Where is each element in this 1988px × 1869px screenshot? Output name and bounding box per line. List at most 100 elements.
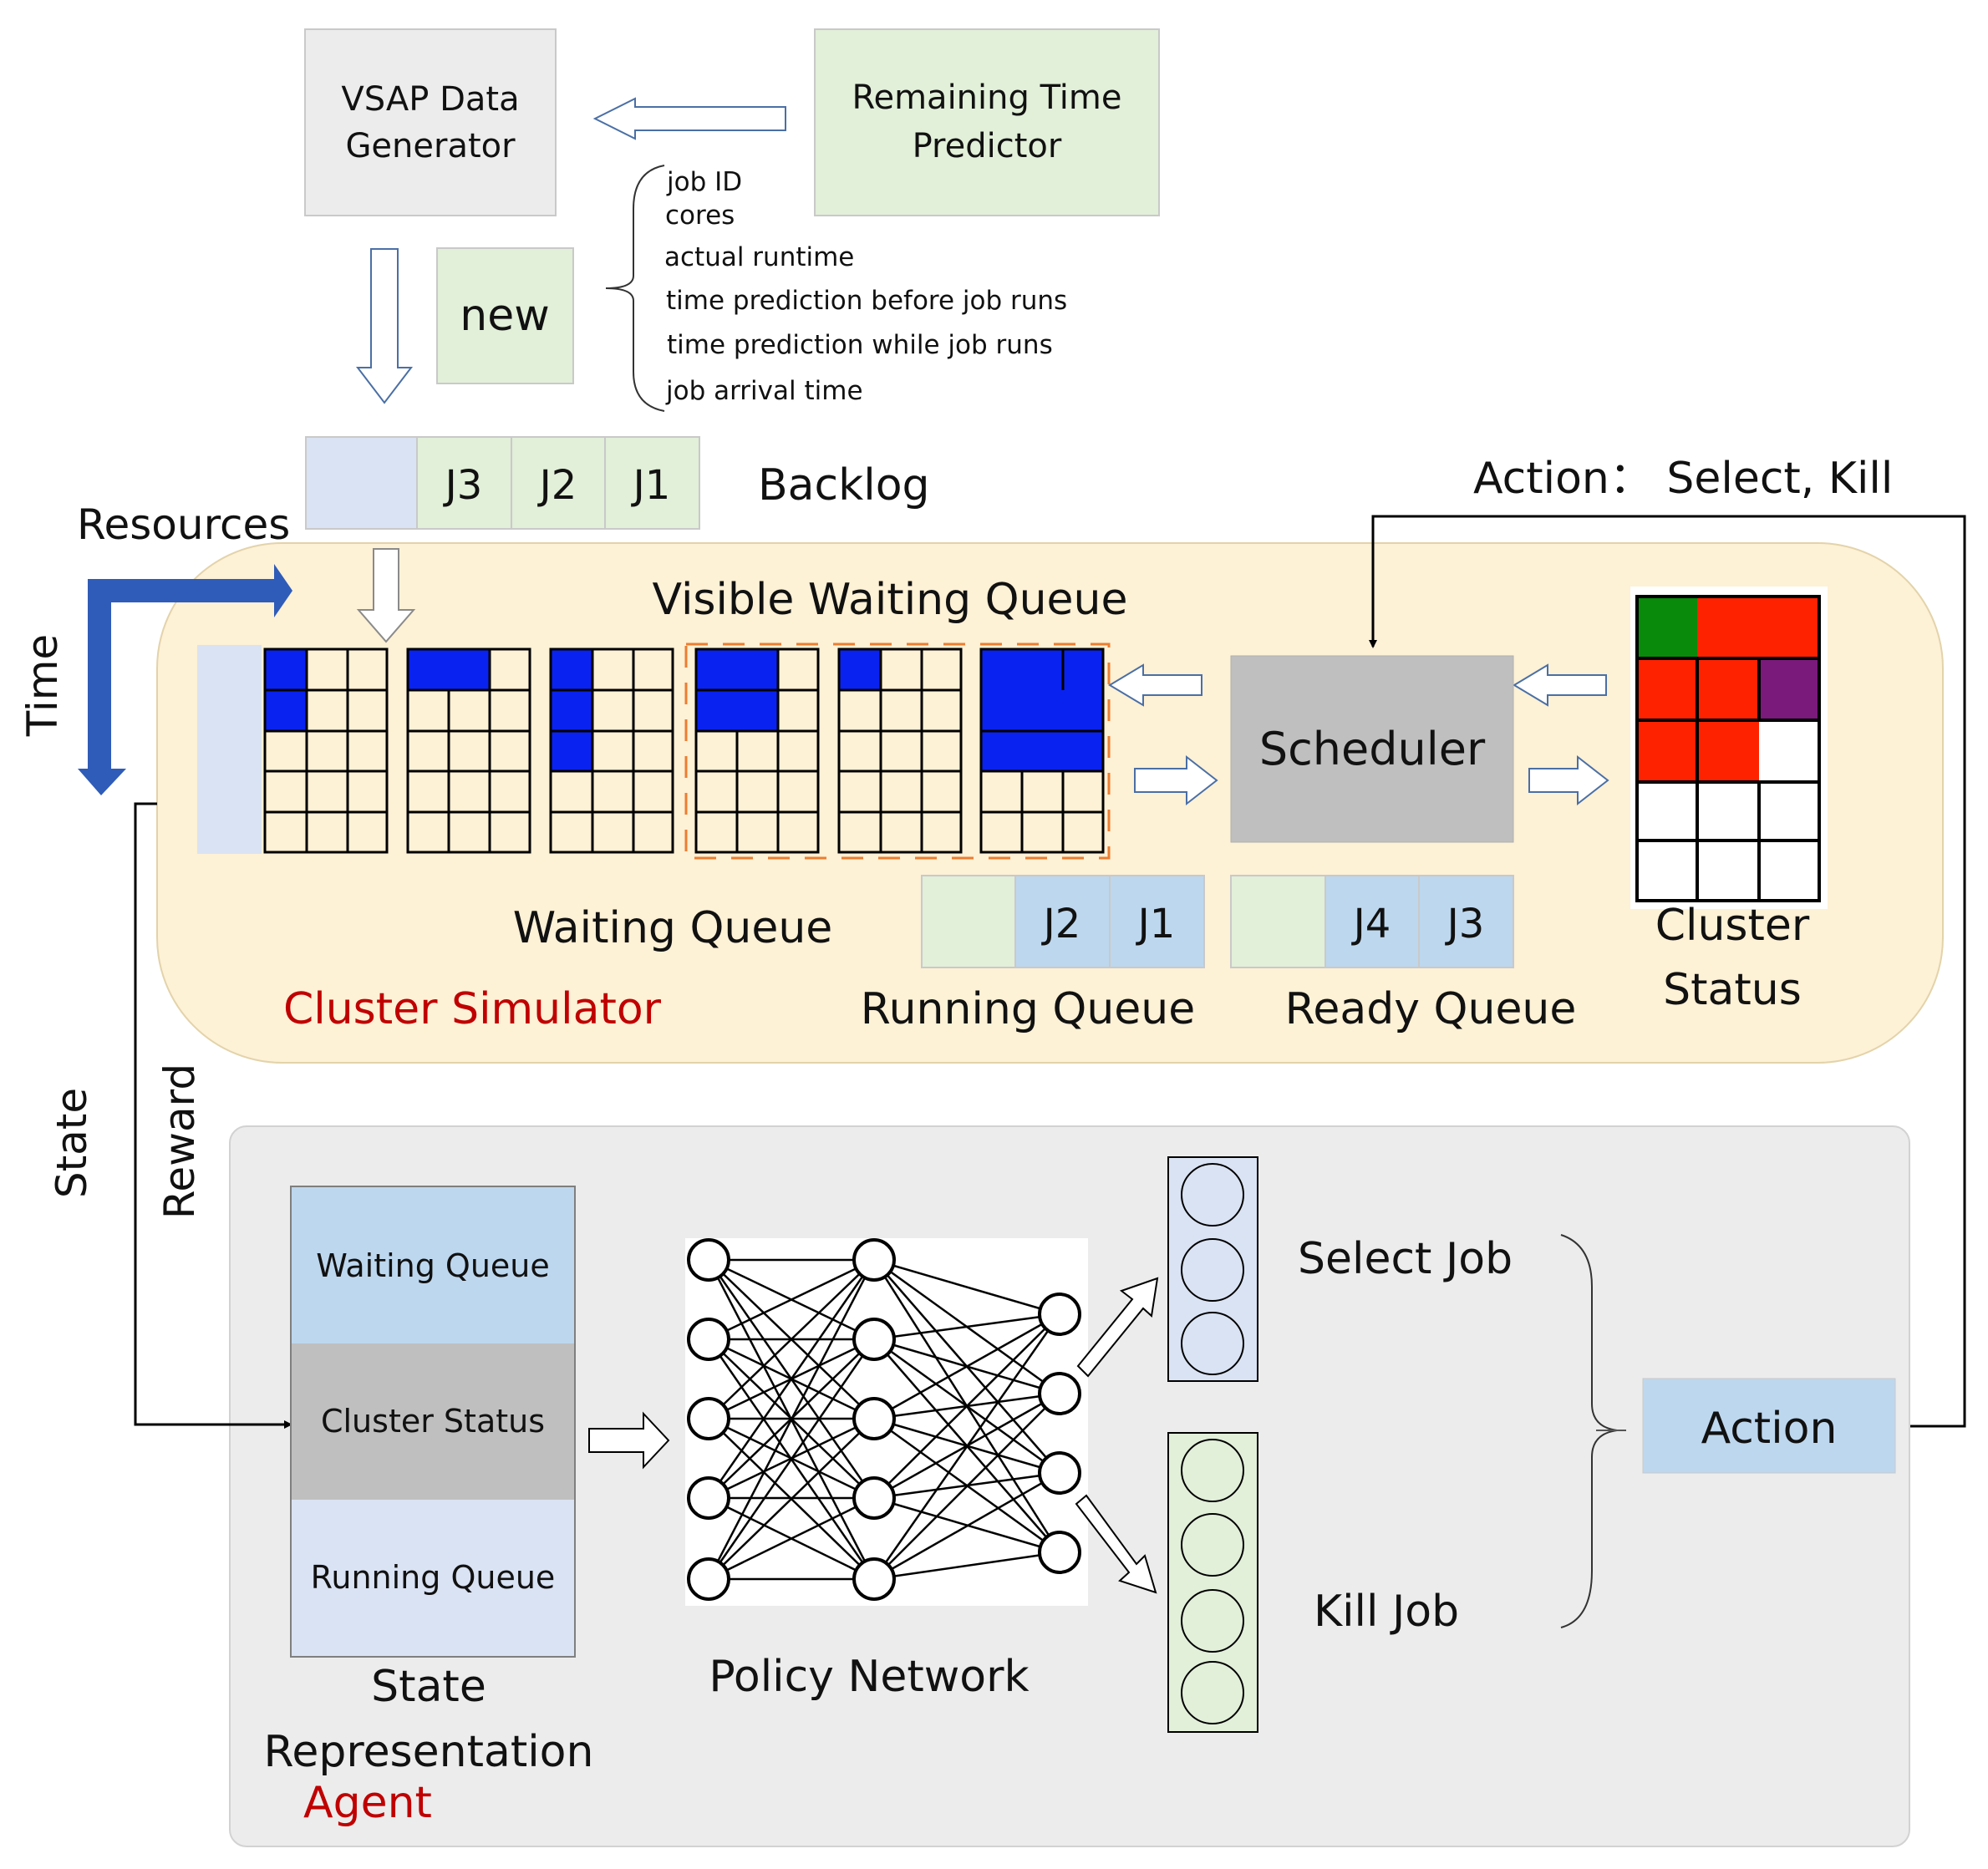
job-grid (694, 648, 820, 854)
running-queue: J2 J1 (921, 875, 1205, 968)
ready-job-slot (1418, 875, 1514, 968)
state-reward-line (134, 802, 292, 1429)
backlog-job-slot (511, 436, 606, 530)
cluster-cell-purple (1759, 658, 1819, 720)
backlog-job-label: J2 (537, 462, 577, 509)
network-neuron (1038, 1451, 1081, 1495)
agent-title: Agent (303, 1778, 432, 1828)
job-attribute: actual runtime (664, 242, 854, 272)
job-grid (979, 648, 1105, 854)
network-neuron (852, 1318, 896, 1361)
network-edge (708, 1259, 875, 1420)
state-row-label: Cluster Status (321, 1403, 545, 1440)
predictor-label-2: Predictor (913, 127, 1062, 165)
network-neuron (852, 1238, 896, 1282)
queue-left-buffer (197, 645, 262, 854)
kill-output-node (1181, 1439, 1244, 1502)
job-attribute: time prediction while job runs (667, 330, 1053, 360)
network-edge (707, 1338, 876, 1580)
network-edge (708, 1496, 875, 1581)
ready-job-label: J4 (1351, 901, 1391, 947)
new-box (436, 247, 574, 384)
cluster-status-grid (1630, 587, 1828, 909)
cluster-cell-red (1697, 597, 1819, 658)
backlog-job-label: J3 (443, 462, 483, 509)
state-row-waiting (291, 1186, 575, 1343)
network-neuron (687, 1557, 730, 1601)
kill-output-node (1181, 1589, 1244, 1653)
state-row-label: Running Queue (311, 1559, 556, 1596)
network-edge (707, 1259, 876, 1499)
job-attributes-list: job ID cores actual runtime time predict… (664, 167, 1067, 406)
ready-job-label: J3 (1445, 901, 1485, 947)
network-neuron (852, 1476, 896, 1520)
reward-side-label: Reward (155, 1064, 204, 1219)
state-row-cluster (291, 1343, 575, 1500)
network-edge (708, 1258, 875, 1341)
action-feedback-label: Action： Select, Kill (1473, 454, 1893, 504)
generator-label-1: VSAP Data (341, 80, 519, 119)
cluster-simulator-title: Cluster Simulator (283, 984, 662, 1034)
select-output-node (1181, 1312, 1244, 1375)
time-axis-label: Time (18, 634, 67, 737)
predictor-label-1: Remaining Time (852, 79, 1121, 117)
kill-output-node (1181, 1513, 1244, 1577)
backlog-job-slot (604, 436, 700, 530)
job-attribute: time prediction before job runs (666, 286, 1067, 316)
job-block (408, 649, 490, 690)
policy-network-label: Policy Network (709, 1652, 1029, 1702)
network-edge (872, 1313, 1061, 1580)
network-edge (707, 1259, 876, 1580)
backlog-job-slot (416, 436, 512, 530)
network-edge (708, 1418, 875, 1580)
scheduler-to-status-arrow (1528, 754, 1609, 806)
network-edge (873, 1313, 1060, 1499)
job-block (551, 649, 592, 771)
action-feedback-line (1369, 515, 1966, 1428)
ready-empty-slot (1230, 875, 1326, 968)
backlog-job-label: J1 (631, 462, 671, 509)
predictor-box (814, 28, 1160, 216)
new-label: new (460, 291, 549, 341)
network-neuron (852, 1557, 896, 1601)
resources-axis-label: Resources (77, 500, 290, 549)
state-caption-1: State (371, 1662, 486, 1712)
queue-to-scheduler-arrow (1134, 754, 1218, 806)
network-edge (873, 1551, 1060, 1581)
running-job-slot (1109, 875, 1205, 968)
state-side-label: State (48, 1088, 96, 1198)
state-row-running (291, 1500, 575, 1657)
job-attribute: job arrival time (665, 376, 863, 406)
network-neuron (687, 1318, 730, 1361)
select-job-label: Select Job (1298, 1234, 1513, 1284)
running-queue-title: Running Queue (861, 984, 1195, 1034)
job-grid (837, 648, 963, 854)
select-output-node (1181, 1163, 1244, 1227)
visible-waiting-queue-highlight (684, 642, 1111, 860)
job-grid (406, 648, 531, 854)
backlog-title: Backlog (758, 460, 930, 510)
action-label: Action (1701, 1404, 1838, 1454)
running-empty-slot (921, 875, 1016, 968)
state-representation: Waiting Queue Cluster Status Running Que… (290, 1186, 576, 1658)
network-to-select-arrow (1076, 1277, 1159, 1378)
scheduler-to-queue-arrow (1108, 663, 1202, 707)
scheduler-box (1230, 655, 1514, 843)
running-job-label: J2 (1041, 901, 1081, 947)
action-box (1642, 1378, 1896, 1474)
visible-waiting-queue-title: Visible Waiting Queue (653, 575, 1128, 625)
running-job-label: J1 (1136, 901, 1176, 947)
job-grid (549, 648, 674, 854)
backlog-queue: J3 J2 J1 (305, 436, 700, 530)
kill-job-label: Kill Job (1314, 1587, 1459, 1637)
network-neuron (687, 1476, 730, 1520)
kill-output-node (1181, 1661, 1244, 1724)
policy-network (687, 1238, 1081, 1601)
network-neuron (1038, 1372, 1081, 1415)
job-block (981, 649, 1103, 771)
network-neuron (852, 1397, 896, 1440)
network-edge (873, 1313, 1060, 1341)
state-row-label: Waiting Queue (316, 1247, 550, 1284)
network-edge (873, 1313, 1060, 1420)
